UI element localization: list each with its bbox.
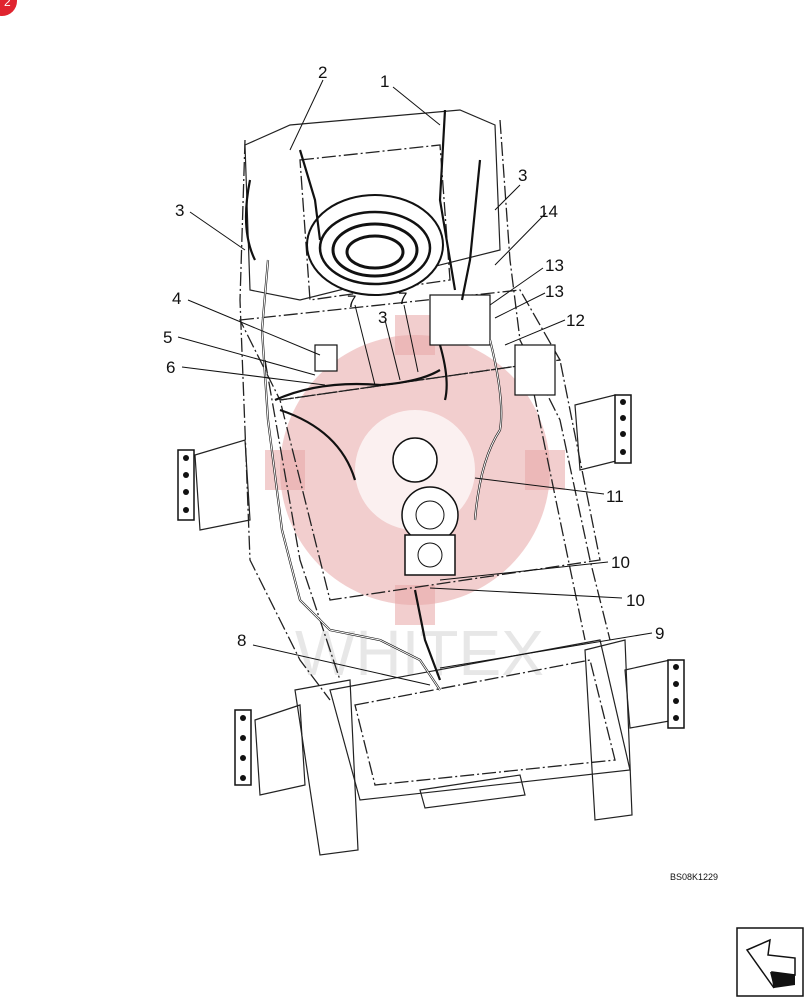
callout-10: 10 [611,553,630,572]
callout-5: 5 [163,328,172,347]
callout-6: 6 [166,358,175,377]
next-page-arrow-icon[interactable] [736,927,804,997]
drawing-code: BS08K1229 [670,872,718,882]
callout-3: 3 [518,166,527,185]
callout-7: 7 [347,292,356,311]
callout-11: 11 [606,487,624,506]
callout-leaders [177,79,653,686]
watermark-text: WHITEX [295,617,544,689]
callout-8: 8 [237,631,246,650]
callout-7: 7 [398,289,407,308]
callout-1: 1 [380,72,389,91]
callout-10: 10 [626,591,645,610]
callout-3: 3 [175,201,184,220]
callout-2: 2 [318,63,327,82]
page-badge-label: 2 [4,0,11,9]
callout-13: 13 [545,282,564,301]
left-rear-hub [234,704,306,796]
callout-9: 9 [655,624,664,643]
callout-14: 14 [539,202,558,221]
right-front-hub [574,394,632,471]
left-front-hub [177,439,251,531]
machine-frame [238,109,633,856]
callout-labels: 1 2 3 3 3 4 5 6 7 7 8 9 10 10 11 12 13 1… [163,63,664,650]
callout-4: 4 [172,289,181,308]
page-badge[interactable]: 2 [0,0,17,16]
callout-13: 13 [545,256,564,275]
callout-12: 12 [566,311,585,330]
right-rear-hub [624,659,685,729]
callout-3: 3 [378,308,387,327]
hydraulic-hoses [244,109,503,691]
